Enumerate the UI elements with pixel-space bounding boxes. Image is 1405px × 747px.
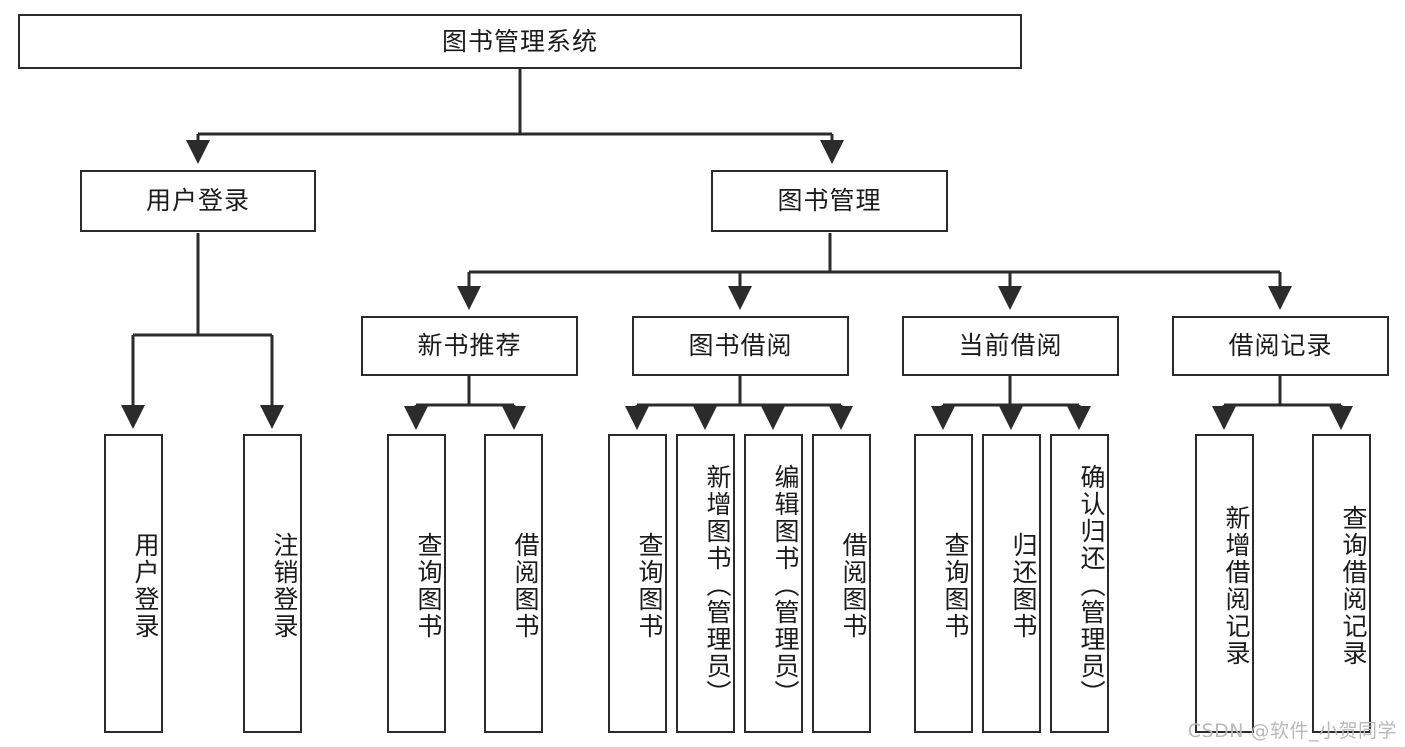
node-label: 借阅图书 [511,531,540,640]
node-new-book-recommend[interactable]: 新书推荐 [361,316,578,376]
node-label: 查询借阅记录 [1339,504,1368,667]
node-label: 借阅记录 [1228,331,1333,361]
leaf-book-borrow-add[interactable]: 新增图书（管理员） [676,434,735,733]
leaf-book-borrow-query[interactable]: 查询图书 [608,434,667,733]
node-label: 图书管理 [777,186,882,216]
node-label: 用户登录 [131,531,160,640]
leaf-new-book-borrow[interactable]: 借阅图书 [484,434,543,733]
leaf-book-borrow-borrow[interactable]: 借阅图书 [812,434,871,733]
node-label: 新书推荐 [417,331,522,361]
leaf-current-borrow-query[interactable]: 查询图书 [914,434,973,733]
node-user-login[interactable]: 用户登录 [80,170,316,232]
node-label: 新增借阅记录 [1222,504,1251,667]
node-label: 查询图书 [414,531,443,640]
node-current-borrow[interactable]: 当前借阅 [902,316,1119,376]
node-label: 注销登录 [270,531,299,640]
leaf-book-borrow-edit[interactable]: 编辑图书（管理员） [744,434,803,733]
node-label: 用户登录 [145,186,250,216]
node-label: 图书管理系统 [441,26,598,56]
node-label: 借阅图书 [839,531,868,640]
leaf-user-login-logout[interactable]: 注销登录 [243,434,302,733]
leaf-new-book-query[interactable]: 查询图书 [387,434,446,733]
csdn-watermark: CSDN @软件_小贺同学 [1187,720,1397,742]
leaf-current-borrow-confirm-return[interactable]: 确认归还（管理员） [1050,434,1109,733]
node-label: 当前借阅 [958,331,1063,361]
node-label: 编辑图书（管理员） [771,464,800,707]
node-root-system[interactable]: 图书管理系统 [18,14,1022,69]
node-label: 归还图书 [1009,531,1038,640]
node-borrow-record[interactable]: 借阅记录 [1172,316,1389,376]
node-label: 新增图书（管理员） [703,464,732,707]
node-label: 图书借阅 [688,331,793,361]
node-label: 确认归还（管理员） [1077,464,1106,707]
leaf-current-borrow-return[interactable]: 归还图书 [982,434,1041,733]
leaf-borrow-record-query[interactable]: 查询借阅记录 [1312,434,1371,733]
node-book-borrow[interactable]: 图书借阅 [632,316,849,376]
node-label: 查询图书 [635,531,664,640]
node-label: 查询图书 [941,531,970,640]
leaf-borrow-record-add[interactable]: 新增借阅记录 [1195,434,1254,733]
leaf-user-login-login[interactable]: 用户登录 [104,434,163,733]
node-book-management[interactable]: 图书管理 [711,170,948,232]
